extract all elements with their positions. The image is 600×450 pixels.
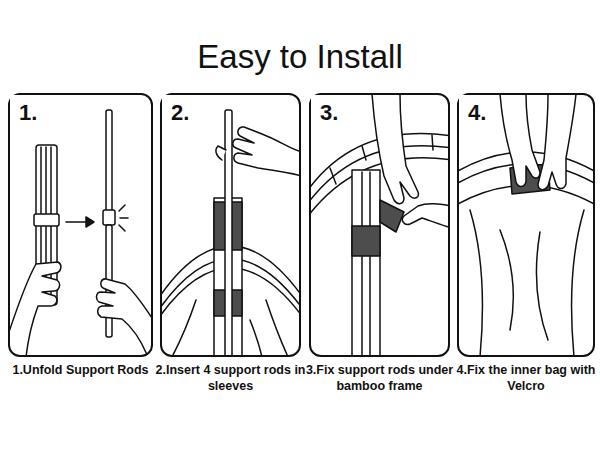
step-caption: 3.Fix support rods under bamboo frame [303,363,456,394]
step-panel: 1.1.Unfold Support Rods [8,93,153,379]
fix-rods-picture [310,94,449,356]
panel-outline: 2. [160,93,301,357]
page-title: Easy to Install [0,38,600,76]
step-number: 2. [162,95,189,125]
panel-outline: 4. [457,93,595,357]
panel-outline: 1. [8,93,153,357]
step-number: 3. [311,95,338,125]
step-number: 4. [459,95,486,125]
step-panel: 2.2.Insert 4 support rods in sleeves [160,93,301,395]
step-caption: 1.Unfold Support Rods [2,363,159,379]
step-panel: 4.4.Fix the inner bag with Velcro [457,93,595,395]
step-caption: 2.Insert 4 support rods in sleeves [154,363,307,394]
step-number: 1. [10,95,37,125]
fix-bag-picture [458,94,594,356]
insert-rods-picture [161,110,300,356]
step-caption: 4.Fix the inner bag with Velcro [451,363,600,394]
panel-outline: 3. [309,93,450,357]
step-panel: 3.3.Fix support rods under bamboo frame [309,93,450,395]
unfold-rods-picture [9,110,152,356]
